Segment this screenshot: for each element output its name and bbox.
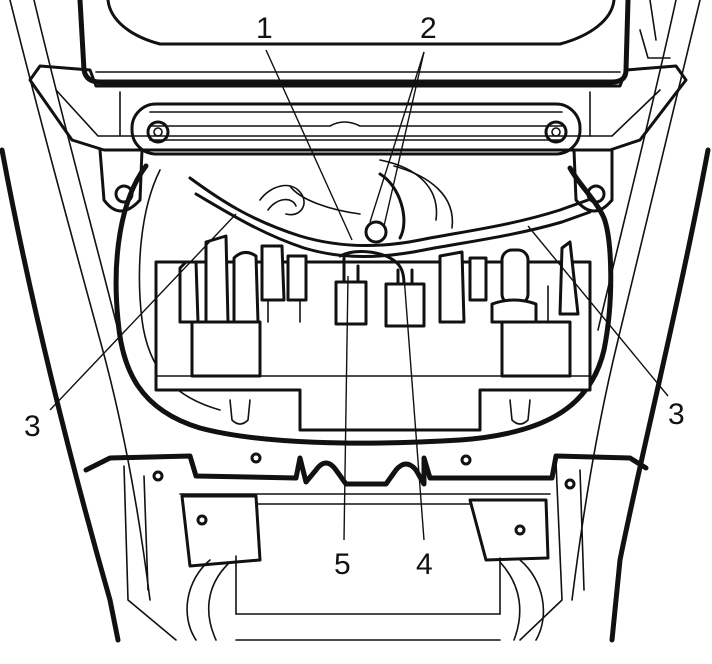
- lower-crossmember: [83, 452, 649, 505]
- callout-2: 2: [420, 12, 437, 45]
- connector-left-cluster: [178, 234, 308, 324]
- mount-plate-right: [468, 461, 585, 641]
- body-outline-right: [571, 0, 711, 643]
- lower-tunnel: [186, 555, 545, 641]
- callout-5: 5: [334, 548, 351, 581]
- callout-3-left: 3: [24, 410, 41, 443]
- connector-center: [334, 264, 426, 328]
- upper-rail: [130, 102, 582, 156]
- callout-1: 1: [256, 12, 273, 45]
- cavity-outline: [113, 163, 614, 446]
- leader-lines: [49, 49, 669, 541]
- wiring-harness: [188, 159, 592, 286]
- mount-plate-left: [123, 465, 262, 641]
- control-module: [154, 260, 592, 432]
- body-outline-left: [0, 0, 151, 643]
- connector-right-cluster: [438, 240, 580, 324]
- upper-console-frame: [28, 0, 688, 152]
- callout-3-right: 3: [668, 398, 685, 431]
- callout-4: 4: [416, 548, 433, 581]
